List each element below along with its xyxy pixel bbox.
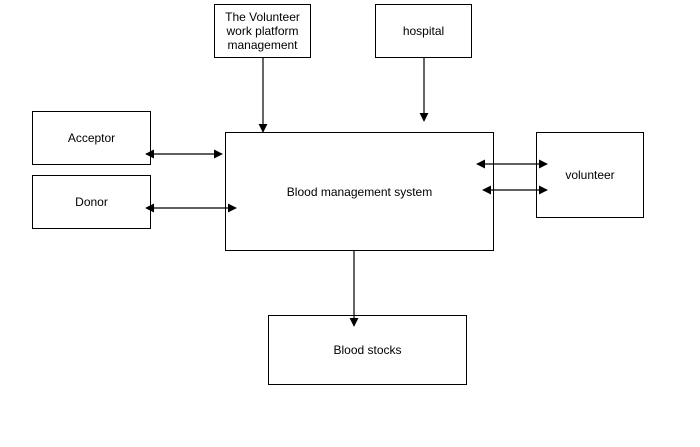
blood-stocks-node: Blood stocks (268, 315, 467, 385)
volunteer-platform-management-node: The Volunteer work platform management (214, 4, 311, 58)
acceptor-label: Acceptor (67, 131, 116, 145)
volunteer-node: volunteer (536, 132, 644, 218)
blood-management-system-node: Blood management system (225, 132, 494, 251)
volunteer-platform-management-label: The Volunteer work platform management (225, 10, 300, 52)
blood-stocks-label: Blood stocks (333, 343, 402, 357)
donor-label: Donor (75, 195, 108, 209)
hospital-node: hospital (375, 4, 472, 58)
volunteer-label: volunteer (565, 168, 615, 182)
acceptor-node: Acceptor (32, 111, 151, 165)
donor-node: Donor (32, 175, 151, 229)
hospital-label: hospital (402, 24, 445, 38)
blood-management-system-label: Blood management system (286, 184, 433, 199)
